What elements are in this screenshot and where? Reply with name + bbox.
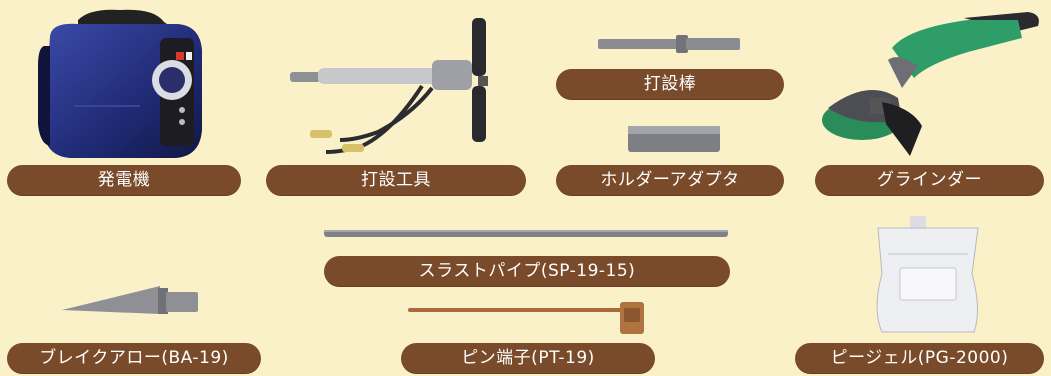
holder-adapter-icon (628, 126, 720, 152)
driving-rod-icon (598, 35, 740, 53)
pin-terminal-label: ピン端子(PT-19) (401, 343, 655, 374)
break-arrow-icon (62, 286, 198, 314)
grinder-icon (822, 12, 1039, 156)
breaker-tool-icon (290, 18, 488, 154)
driving-tool-label: 打設工具 (266, 165, 526, 196)
pgel-label: ピージェル(PG-2000) (795, 343, 1044, 374)
thrust-pipe-icon (324, 230, 728, 237)
generator-label: 発電機 (7, 165, 241, 196)
break-arrow-label: ブレイクアロー(BA-19) (7, 343, 261, 374)
gel-bag-icon (876, 216, 979, 333)
grinder-label: グラインダー (815, 165, 1044, 196)
generator-icon (38, 9, 202, 158)
thrust-pipe-label: スラストパイプ(SP-19-15) (324, 256, 730, 287)
holder-adapter-label: ホルダーアダプタ (556, 165, 784, 196)
pin-terminal-icon (408, 302, 644, 334)
driving-rod-label: 打設棒 (556, 69, 784, 100)
